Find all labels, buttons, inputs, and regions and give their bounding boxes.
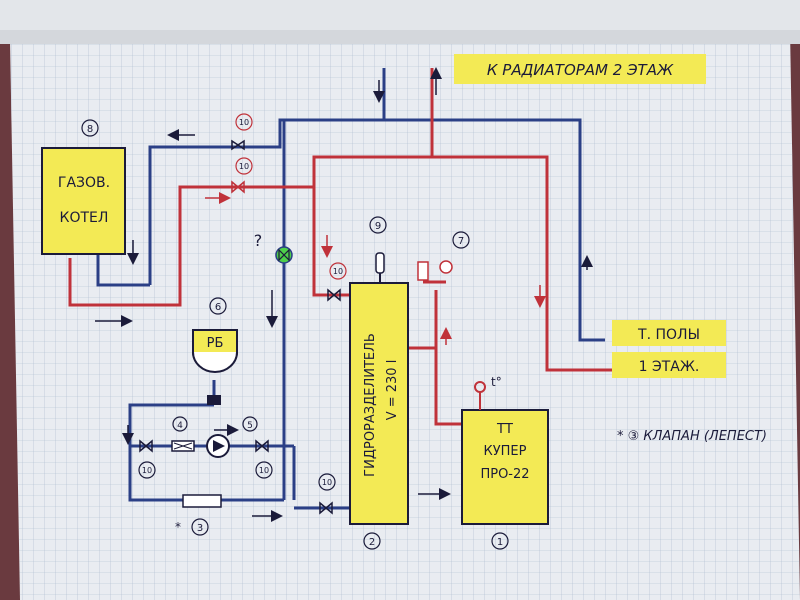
expansion-tank: РБ xyxy=(192,329,238,405)
valve-top-number: 10 xyxy=(239,118,249,127)
floor-heating-line1: Т. ПОЛЫ xyxy=(637,327,700,343)
safety-group-number: 7 xyxy=(458,236,464,247)
radiators-text: К РАДИАТОРАМ 2 ЭТАЖ xyxy=(487,61,674,79)
solid-fuel-boiler-marker: 1 xyxy=(491,532,509,550)
expansion-tank-number: 6 xyxy=(215,302,221,313)
valve-separator-feed: 10 xyxy=(327,262,347,302)
solid-fuel-boiler: ТТ КУПЕР ПРО-22 xyxy=(461,409,549,525)
floor-heating-label: Т. ПОЛЫ 1 ЭТАЖ. xyxy=(612,320,726,378)
gas-boiler-number: 8 xyxy=(87,124,93,135)
gas-boiler-marker: 8 xyxy=(81,119,99,137)
valve-left-number: 10 xyxy=(142,466,152,475)
valve-sep-number: 10 xyxy=(333,267,343,276)
tt-line1: ТТ xyxy=(496,422,513,437)
floor-heating-line2: 1 ЭТАЖ. xyxy=(639,359,700,375)
tt-line2: КУПЕР xyxy=(484,444,527,459)
valve-bot-right-number: 10 xyxy=(322,478,332,487)
radiators-label: К РАДИАТОРАМ 2 ЭТАЖ xyxy=(454,54,706,84)
air-vent: 9 xyxy=(369,216,387,283)
separator-marker: 2 xyxy=(363,532,381,550)
note: * ③ КЛАПАН (ЛЕПЕСТ) xyxy=(617,429,767,444)
red-pipe-gas-boiler-loop xyxy=(68,185,305,307)
check-valve-prefix: * xyxy=(175,520,181,534)
tt-line3: ПРО-22 xyxy=(480,467,529,482)
red-supply-pipes xyxy=(68,68,612,426)
red-pipe-tt-loop xyxy=(434,290,462,426)
red-pipe-separator-feed xyxy=(312,187,350,297)
separator-volume: V = 230 l xyxy=(385,360,400,421)
expansion-tank-label: РБ xyxy=(207,336,224,351)
gas-boiler: ГАЗОВ. КОТЕЛ xyxy=(41,147,126,255)
separator-number: 2 xyxy=(369,537,375,548)
note-text: * ③ КЛАПАН (ЛЕПЕСТ) xyxy=(617,429,767,444)
flow-arrows-red xyxy=(205,192,546,345)
blue-pipe-gas-boiler xyxy=(96,255,150,287)
flow-arrows xyxy=(95,67,593,522)
circulation-pump: 5 xyxy=(206,416,258,458)
valve-pump-right: 10 xyxy=(255,439,273,479)
check-valve: * 3 xyxy=(175,494,222,536)
strainer-filter: 4 xyxy=(171,416,195,452)
air-vent-number: 9 xyxy=(375,221,381,232)
question-mark: ? xyxy=(254,231,263,250)
green-valve: ? xyxy=(254,231,293,264)
temp-label: t° xyxy=(491,375,502,389)
valve-left: 10 xyxy=(138,439,156,479)
valve-pump-right-number: 10 xyxy=(259,466,269,475)
blue-pipe-top-main xyxy=(148,118,605,342)
thermometer: t° xyxy=(474,375,502,410)
filter-number: 4 xyxy=(177,421,183,431)
safety-group: 7 xyxy=(417,231,470,284)
gas-boiler-line2: КОТЕЛ xyxy=(60,210,109,226)
tt-number: 1 xyxy=(497,537,503,548)
separator-label: ГИДРОРАЗДЕЛИТЕЛЬ xyxy=(363,333,378,477)
expansion-tank-marker: 6 xyxy=(209,297,227,315)
valve-top: 10 xyxy=(231,113,253,151)
valve-upper: 10 xyxy=(231,157,253,194)
valve-bottom-right: 10 xyxy=(318,473,336,515)
gas-boiler-line1: ГАЗОВ. xyxy=(58,175,110,191)
hydraulic-separator: ГИДРОРАЗДЕЛИТЕЛЬ V = 230 l xyxy=(349,282,409,525)
pump-number: 5 xyxy=(247,421,253,431)
check-valve-number: 3 xyxy=(197,523,203,534)
valve-upper-number: 10 xyxy=(239,162,249,171)
